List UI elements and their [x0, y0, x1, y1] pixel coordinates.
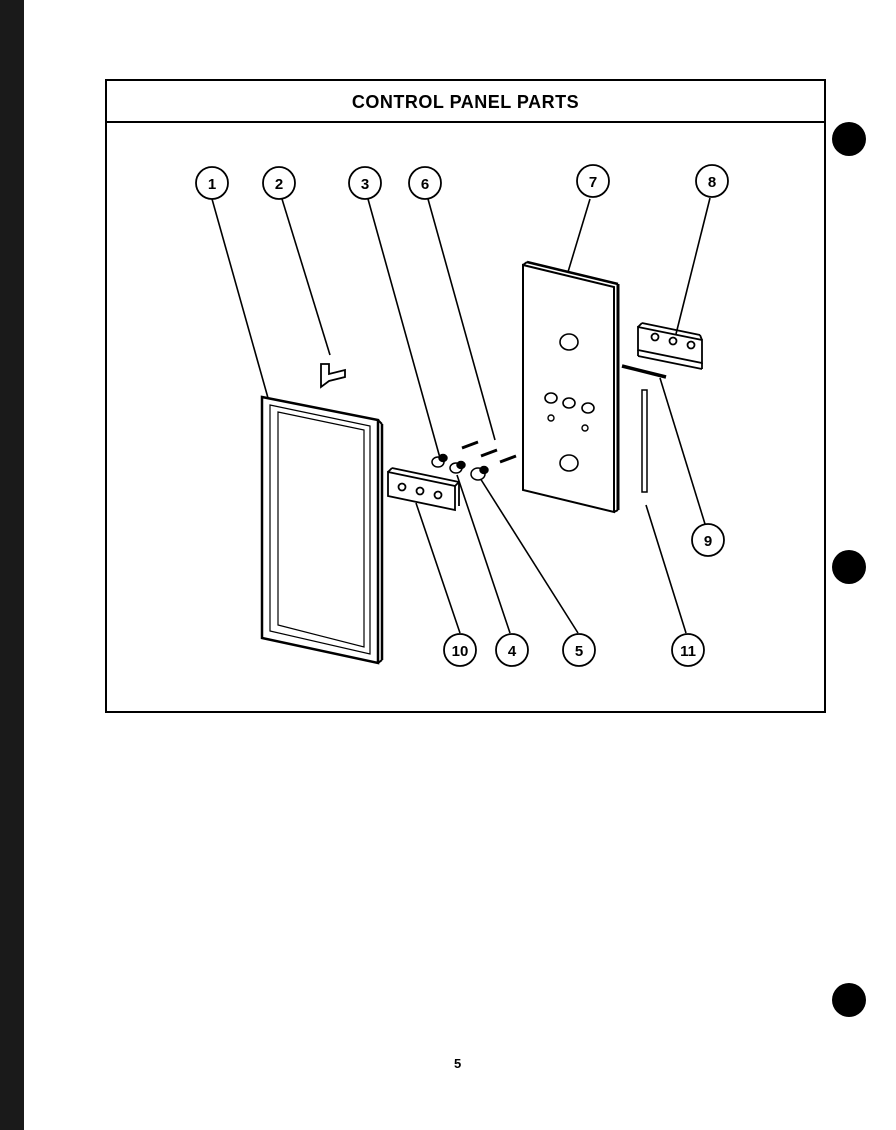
- leader-line-10: [415, 502, 461, 634]
- callout-number-6: 6: [421, 176, 429, 193]
- leader-line-7: [567, 198, 591, 273]
- callout-circle-5: [562, 633, 596, 667]
- callout-circle-3: [348, 166, 382, 200]
- callout-number-1: 1: [208, 176, 216, 193]
- diagram-title: CONTROL PANEL PARTS: [107, 81, 824, 123]
- binder-hole-middle: [832, 550, 866, 584]
- callout-circle-2: [262, 166, 296, 200]
- binder-hole-top: [832, 122, 866, 156]
- part-3-knob: [431, 453, 448, 468]
- part-11-rod: [641, 389, 648, 493]
- callout-number-8: 8: [708, 174, 716, 191]
- page-number: 5: [454, 1056, 462, 1071]
- leader-line-8: [675, 197, 711, 335]
- part-1-frame: [260, 395, 384, 665]
- part-5-knob: [470, 465, 489, 481]
- parts-page: CONTROL PANEL PARTS 5: [24, 0, 896, 1130]
- part-8-bracket: [637, 322, 703, 370]
- callout-number-7: 7: [589, 174, 597, 191]
- part-10-bracket: [387, 467, 460, 512]
- part-4-knob: [449, 460, 466, 474]
- part-2-clip: [320, 363, 346, 389]
- callout-number-2: 2: [275, 176, 283, 193]
- part-6-screws: [461, 440, 517, 464]
- leader-line-2: [281, 198, 331, 356]
- binder-hole-bottom: [832, 983, 866, 1017]
- leader-line-5: [479, 477, 579, 634]
- part-7-panel: [522, 260, 620, 514]
- callout-circle-1: [195, 166, 229, 200]
- callout-circle-11: [671, 633, 705, 667]
- callout-number-9: 9: [704, 533, 712, 550]
- callout-number-11: 11: [680, 643, 696, 660]
- leader-line-3: [367, 198, 441, 459]
- diagram-frame: CONTROL PANEL PARTS: [105, 79, 826, 713]
- callout-circle-8: [695, 164, 729, 198]
- callout-circle-4: [495, 633, 529, 667]
- callout-number-4: 4: [508, 643, 517, 660]
- callout-circle-10: [443, 633, 477, 667]
- callout-number-5: 5: [575, 643, 583, 660]
- leader-line-1: [211, 198, 269, 399]
- part-9-strip: [621, 364, 667, 379]
- leader-line-6: [427, 198, 496, 441]
- callout-circle-6: [408, 166, 442, 200]
- leader-line-9: [659, 377, 706, 525]
- callout-number-3: 3: [361, 176, 369, 193]
- callout-circle-9: [691, 523, 725, 557]
- leader-line-11: [645, 504, 687, 634]
- callout-circle-7: [576, 164, 610, 198]
- callout-number-10: 10: [452, 643, 469, 660]
- leader-line-4: [456, 474, 511, 634]
